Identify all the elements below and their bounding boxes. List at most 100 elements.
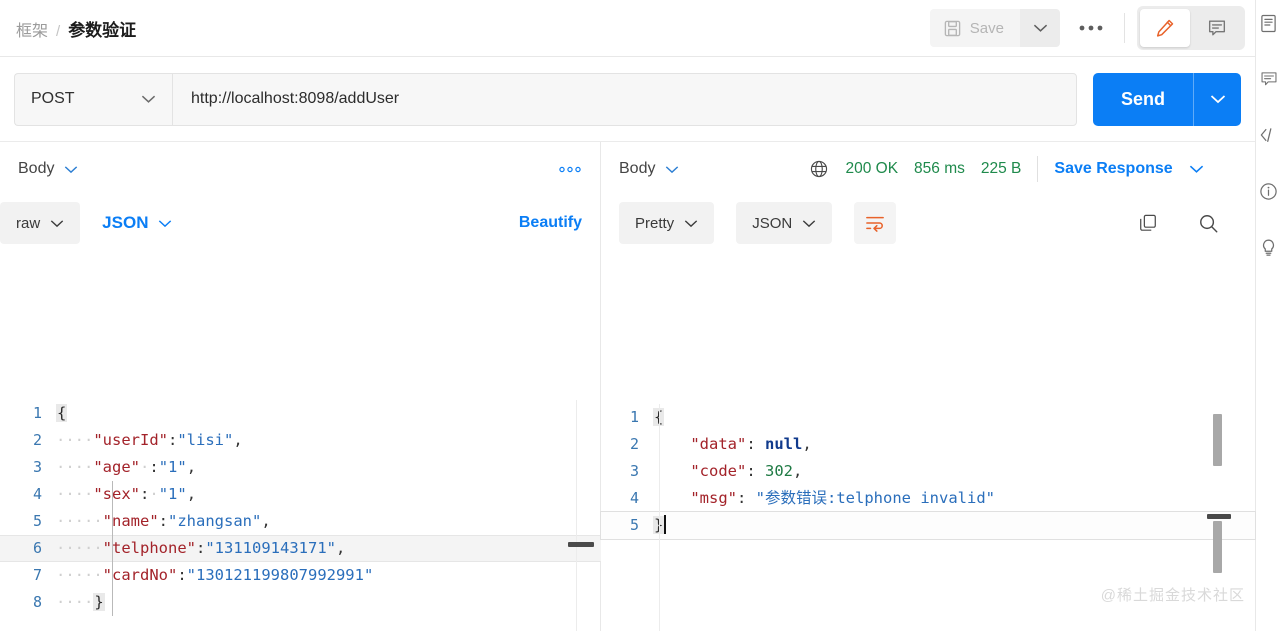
lightbulb-icon[interactable]	[1258, 236, 1280, 258]
token-key: "telphone"	[102, 539, 196, 557]
token-punc: ,	[793, 462, 803, 480]
token-punc: :	[196, 539, 206, 557]
token-str: "1"	[158, 458, 187, 476]
response-view-select[interactable]: Pretty	[619, 202, 715, 244]
token-dots: ····	[56, 485, 94, 503]
request-hscrollbar[interactable]	[568, 542, 594, 547]
token-num: 302	[765, 462, 793, 480]
send-button[interactable]: Send	[1092, 72, 1193, 126]
chevron-down-icon	[64, 165, 78, 174]
request-pane: Body raw	[0, 142, 601, 631]
token-str: "参数错误:telphone invalid"	[755, 489, 995, 507]
token-punc: ,	[802, 435, 812, 453]
token-punc: :	[167, 431, 178, 449]
code-line[interactable]: 8····}	[0, 589, 601, 616]
response-vscrollbar-top[interactable]	[1213, 414, 1222, 466]
status-badge: 200 OK	[845, 160, 899, 177]
code-content: ·····"telphone":"131109143171",	[56, 535, 601, 562]
token-key: "msg"	[690, 489, 737, 507]
token-dots: ·····	[56, 512, 103, 530]
chevron-down-icon	[1033, 23, 1048, 33]
code-line[interactable]: 2····"userId":"lisi",	[0, 427, 601, 454]
code-line[interactable]: 4····"sex":·"1",	[0, 481, 601, 508]
request-tab-row: Body	[0, 142, 600, 196]
code-line[interactable]: 1{	[0, 400, 601, 427]
request-url-input[interactable]: http://localhost:8098/addUser	[172, 72, 1077, 126]
code-line[interactable]: 4 "msg": "参数错误:telphone invalid"	[601, 485, 1255, 512]
response-vscrollbar-bottom[interactable]	[1213, 521, 1222, 573]
code-content: ····"sex":·"1",	[56, 481, 601, 508]
chevron-down-icon	[1210, 94, 1226, 104]
body-format-select[interactable]: JSON	[86, 202, 188, 244]
request-more-button[interactable]	[558, 166, 582, 173]
more-actions-button[interactable]	[1070, 9, 1112, 47]
word-wrap-button[interactable]	[854, 202, 897, 244]
token-str: "lisi"	[177, 431, 234, 449]
beautify-button[interactable]: Beautify	[518, 214, 582, 231]
token-punc: ,	[261, 512, 271, 530]
code-line[interactable]: 5 ·····"name":"zhangsan",	[0, 508, 601, 535]
code-line[interactable]: 3 "code": 302,	[601, 458, 1255, 485]
response-format-select[interactable]: JSON	[736, 202, 833, 244]
chevron-down-icon[interactable]	[1189, 164, 1204, 174]
code-line[interactable]: 5}	[600, 511, 1256, 540]
token-punc: :	[158, 512, 169, 530]
response-body-editor[interactable]: 1{2 "data": null,3 "code": 302,4 "msg": …	[600, 404, 1256, 631]
token-punc: :	[737, 489, 756, 507]
http-method-select[interactable]: POST	[14, 72, 172, 126]
save-response-button[interactable]: Save Response	[1054, 160, 1173, 177]
response-tab-row: Body 200 OK 856 ms 225 B Save Res	[601, 142, 1255, 196]
response-meta: 200 OK 856 ms 225 B Save Response	[809, 156, 1203, 182]
response-hscrollbar[interactable]	[1207, 514, 1231, 519]
tab-body-request[interactable]: Body	[18, 160, 78, 178]
code-content: ·····"name":"zhangsan",	[56, 508, 601, 535]
tab-body-response[interactable]: Body	[619, 160, 679, 178]
code-content: ····"age"·:"1",	[56, 454, 601, 481]
word-wrap-icon	[864, 214, 886, 232]
edit-mode-button[interactable]	[1140, 9, 1190, 47]
line-number: 5	[32, 512, 42, 530]
chevron-down-icon	[158, 219, 172, 228]
token-key: "cardNo"	[102, 566, 178, 584]
search-button[interactable]	[1187, 202, 1229, 244]
breadcrumb-root[interactable]: 框架	[16, 22, 49, 40]
save-button-group: Save	[929, 9, 1060, 47]
body-type-select[interactable]: raw	[0, 202, 81, 244]
comment-mode-button[interactable]	[1192, 9, 1242, 47]
app-header: 框架 / 参数验证 Save	[0, 0, 1255, 57]
token-dots: ····	[56, 593, 94, 611]
line-number: 4	[629, 489, 639, 507]
save-options-button[interactable]	[1020, 9, 1060, 47]
response-view-value: Pretty	[635, 214, 675, 232]
line-number: 8	[32, 593, 42, 611]
response-utility-buttons	[1127, 202, 1255, 244]
more-horizontal-icon	[1078, 24, 1104, 32]
code-line[interactable]: 1{	[601, 404, 1255, 431]
comments-icon[interactable]	[1258, 68, 1280, 90]
code-line[interactable]: 2 "data": null,	[601, 431, 1255, 458]
body-type-value: raw	[16, 214, 41, 232]
code-line[interactable]: 7·····"cardNo":"130121199807992991"	[0, 562, 601, 589]
token-key: "age"	[93, 458, 140, 476]
request-body-editor[interactable]: 1{2····"userId":"lisi",3····"age"·:"1",4…	[0, 400, 601, 631]
copy-icon	[1138, 213, 1158, 233]
token-null: null	[765, 435, 803, 453]
token-brace: }	[653, 516, 665, 534]
code-line[interactable]: 6 ·····"telphone":"131109143171",	[0, 535, 601, 562]
response-body-toolbar: Pretty JSON	[601, 196, 1255, 250]
code-content: "msg": "参数错误:telphone invalid"	[653, 485, 1255, 512]
line-number: 6	[32, 539, 42, 557]
send-options-button[interactable]	[1193, 72, 1241, 126]
documentation-icon[interactable]	[1258, 12, 1280, 34]
token-str: "zhangsan"	[168, 512, 262, 530]
response-format-value: JSON	[752, 214, 793, 232]
right-sidebar	[1255, 0, 1281, 631]
code-snippet-icon[interactable]	[1258, 124, 1280, 146]
token-punc: ,	[233, 431, 243, 449]
code-line[interactable]: 3····"age"·:"1",	[0, 454, 601, 481]
save-button[interactable]: Save	[929, 9, 1020, 47]
copy-button[interactable]	[1127, 202, 1169, 244]
info-circle-icon[interactable]	[1258, 180, 1280, 202]
response-time: 856 ms	[914, 160, 965, 177]
